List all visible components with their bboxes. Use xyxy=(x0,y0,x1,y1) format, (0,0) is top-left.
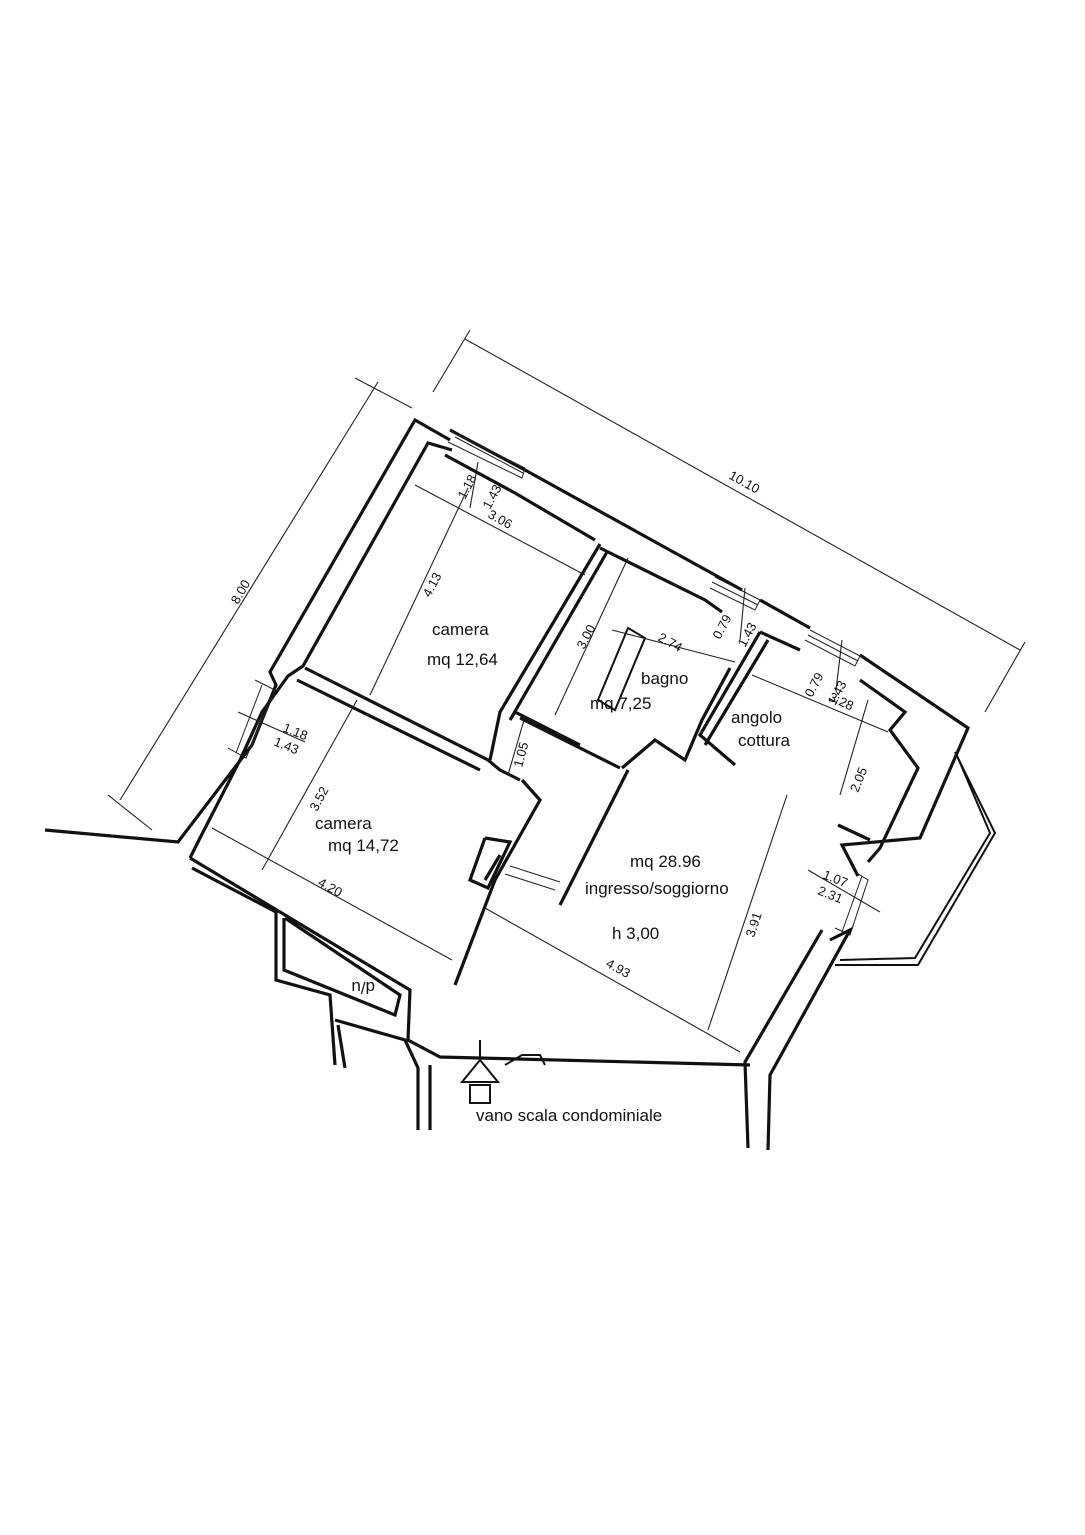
dim-cottura-width: 3.28 xyxy=(827,689,856,713)
stair-label: vano scala condominiale xyxy=(476,1106,662,1125)
camera-top-area: mq 12,64 xyxy=(427,650,498,669)
angolo-cottura-line1: angolo xyxy=(731,708,782,727)
windows xyxy=(227,431,869,1104)
dim-camera-top-depth: 4.13 xyxy=(419,570,444,599)
soggiorno-area: mq 28.96 xyxy=(630,852,701,871)
dim-camera-left-depth: 3.52 xyxy=(306,784,331,813)
doccia-name: d/u xyxy=(351,978,375,997)
dim-win3-a: 0.79 xyxy=(801,670,826,699)
dim-corridor: 1.05 xyxy=(510,740,531,768)
angolo-cottura-line2: cottura xyxy=(738,731,791,750)
dim-cottura-depth: 2.05 xyxy=(847,765,870,794)
dim-bagno-width: 2.74 xyxy=(656,630,685,655)
dim-overall-depth: 8.00 xyxy=(228,577,254,606)
camera-left-area: mq 14,72 xyxy=(328,836,399,855)
interior-dimension-lines xyxy=(211,461,889,1053)
dim-win2-b: 1.43 xyxy=(734,620,759,649)
interior-walls xyxy=(296,543,871,986)
dim-bagno-depth: 3.00 xyxy=(573,622,598,651)
soggiorno-height: h 3,00 xyxy=(612,924,659,943)
dim-win2-a: 0.79 xyxy=(709,612,734,641)
dim-soggiorno-depth: 3.91 xyxy=(743,910,765,939)
dim-camera-left-width: 4.20 xyxy=(316,875,345,900)
bagno-name: bagno xyxy=(641,669,688,688)
camera-left-name: camera xyxy=(315,814,372,833)
overall-dimension-lines xyxy=(107,329,1026,831)
dim-overall-width: 10.10 xyxy=(727,468,763,497)
exterior-walls xyxy=(44,417,997,1151)
camera-top-name: camera xyxy=(432,620,489,639)
bagno-area: mq 7,25 xyxy=(590,694,651,713)
soggiorno-name: ingresso/soggiorno xyxy=(585,879,729,898)
room-labels: camera mq 12,64 bagno mq 7,25 angolo cot… xyxy=(315,620,791,1125)
